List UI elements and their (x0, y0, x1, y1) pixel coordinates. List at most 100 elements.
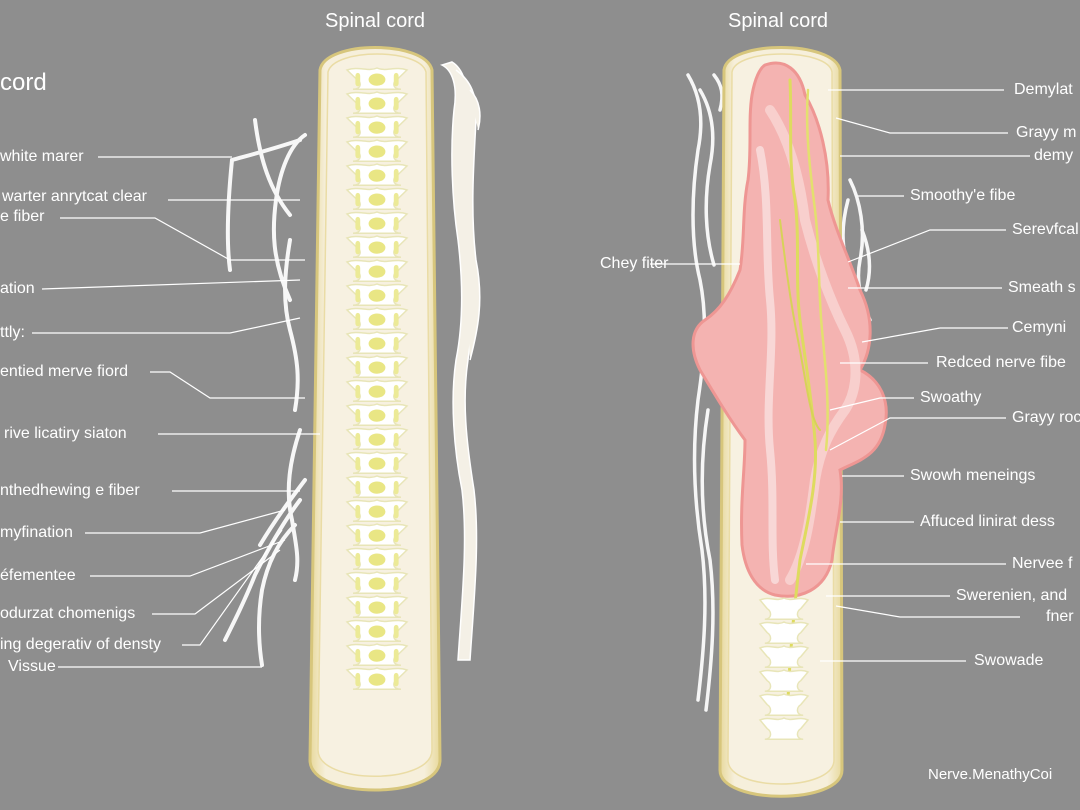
gray-matter-core (368, 457, 386, 470)
left-label: ation (0, 280, 35, 297)
gray-matter-side (393, 192, 399, 207)
right-leader-lines (650, 89, 1030, 662)
left-label: e fiber (0, 208, 45, 225)
gray-matter-side (393, 312, 399, 327)
left-label: nthedhewing e fiber (0, 482, 140, 499)
gray-matter-side (355, 624, 361, 639)
gray-matter-side (355, 456, 361, 471)
gray-matter-core (368, 649, 386, 662)
left-label: éfementee (0, 567, 76, 584)
left-label: white marer (0, 148, 84, 165)
left-label: rive licatiry siaton (4, 425, 127, 442)
gray-matter-core (368, 553, 386, 566)
gray-matter-core (368, 601, 386, 614)
right-label: Cemyni (1012, 319, 1067, 336)
gray-matter-side (393, 576, 399, 591)
gray-matter-side (393, 600, 399, 615)
gray-matter-core (368, 265, 386, 278)
gray-matter-side (355, 384, 361, 399)
gray-matter-side (393, 96, 399, 111)
gray-matter-side (393, 264, 399, 279)
vertebra-segment (758, 597, 810, 620)
left-label: warter anrytcat clear (2, 188, 147, 205)
right-left-label: Chey fiter (600, 255, 669, 272)
gray-matter-core (368, 313, 386, 326)
vertebra-segment (758, 669, 810, 692)
gray-matter-core (368, 169, 386, 182)
gray-matter-core (368, 145, 386, 158)
gray-matter-side (355, 432, 361, 447)
left-label: entied merve fiord (0, 363, 129, 380)
gray-matter-side (355, 408, 361, 423)
gray-matter-side (355, 264, 361, 279)
gray-matter-core (368, 409, 386, 422)
gray-matter-side (355, 144, 361, 159)
right-label: Serevfcal (1012, 221, 1079, 238)
gray-matter-side (393, 408, 399, 423)
gray-matter-side (393, 360, 399, 375)
right-label: Affuced linirat dess (920, 513, 1055, 530)
gray-matter-side (393, 336, 399, 351)
gray-matter-side (355, 552, 361, 567)
left-label: ing degerativ of densty (0, 636, 161, 653)
gray-matter-core (368, 289, 386, 302)
right-label: Smeath s (1008, 279, 1076, 296)
gray-matter-side (393, 528, 399, 543)
gray-matter-core (368, 505, 386, 518)
gray-matter-core (368, 673, 386, 686)
gray-matter-core (368, 217, 386, 230)
right-label: Swowh meneings (910, 467, 1036, 484)
left-meningeal-strands (439, 61, 481, 661)
gray-matter-side (355, 336, 361, 351)
right-gray-matter-strands (779, 78, 829, 702)
gray-matter-core (368, 577, 386, 590)
gray-matter-core (368, 193, 386, 206)
gray-matter-core (368, 337, 386, 350)
gray-matter-side (355, 360, 361, 375)
left-panel-title: Spinal cord (325, 10, 426, 32)
left-nerve-fibers (223, 118, 307, 667)
gray-matter-side (355, 648, 361, 663)
left-label: odurzat chomenigs (0, 605, 136, 622)
gray-matter-side (355, 504, 361, 519)
right-vertebral-column (758, 597, 810, 740)
gray-matter-side (393, 120, 399, 135)
gray-matter-side (393, 672, 399, 687)
right-label: Smoothy'e fibe (910, 187, 1016, 204)
right-label: Swoathy (920, 389, 982, 406)
right-label: Demylat (1014, 81, 1073, 98)
gray-matter-side (355, 96, 361, 111)
gray-matter-side (393, 504, 399, 519)
gray-matter-side (393, 432, 399, 447)
right-label: fner (1046, 608, 1074, 625)
gray-matter-side (393, 240, 399, 255)
vertebra-segment (758, 645, 810, 668)
gray-matter-side (393, 168, 399, 183)
gray-matter-side (393, 72, 399, 87)
left-vertebral-column (345, 67, 409, 690)
gray-matter-side (393, 456, 399, 471)
gray-matter-core (368, 625, 386, 638)
gray-matter-side (393, 648, 399, 663)
left-header-label: cord (0, 69, 47, 96)
gray-matter-side (355, 216, 361, 231)
right-label: Swowade (974, 652, 1044, 669)
gray-matter-core (368, 385, 386, 398)
gray-matter-side (355, 312, 361, 327)
gray-matter-side (355, 72, 361, 87)
vertebra-segment (758, 621, 810, 644)
left-label: Vissue (8, 658, 56, 675)
gray-matter-core (368, 361, 386, 374)
right-label: Swerenien, and (956, 587, 1068, 604)
gray-matter-core (368, 433, 386, 446)
gray-matter-side (355, 168, 361, 183)
right-label: Grayy roc (1012, 409, 1080, 426)
right-label: Grayy m (1016, 124, 1077, 141)
vertebra-segment (758, 693, 810, 716)
gray-matter-side (355, 480, 361, 495)
gray-matter-side (355, 192, 361, 207)
gray-matter-side (393, 288, 399, 303)
right-label: demy (1034, 147, 1074, 164)
gray-matter-side (393, 624, 399, 639)
